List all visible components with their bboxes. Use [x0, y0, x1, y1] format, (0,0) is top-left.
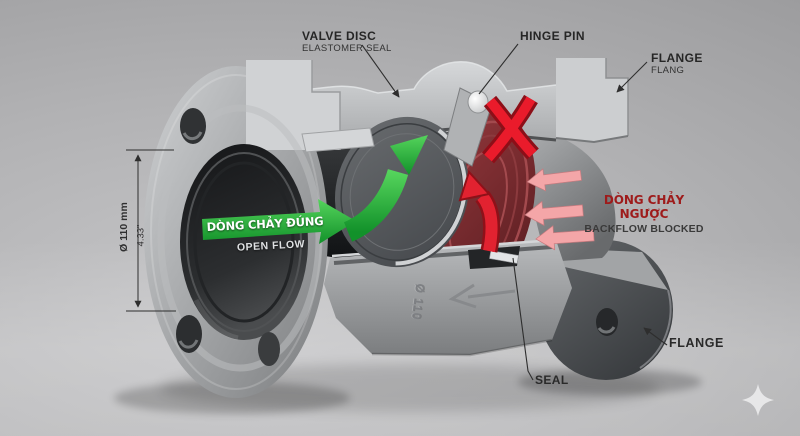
- dimension-label-imperial: 4.33": [135, 224, 147, 247]
- open-flow-arrow: [202, 135, 428, 244]
- backflow-label-en: BACKFLOW BLOCKED: [584, 223, 704, 235]
- seal-ring: [489, 250, 519, 264]
- embossed-flow-arrow: [448, 283, 516, 309]
- backflow-arrow: [524, 200, 584, 226]
- bolt-hole: [258, 332, 280, 366]
- elastomer-seal-label: ELASTOMER SEAL: [302, 42, 392, 54]
- backflow-arrow: [526, 168, 582, 192]
- hinge-pin-label: HINGE PIN: [520, 29, 585, 43]
- dimension-label-metric: Ø 110 mm: [118, 202, 130, 252]
- bore: [180, 144, 308, 340]
- right-flange: [539, 240, 673, 380]
- leader-hinge-pin: [478, 43, 519, 95]
- left-flange: [144, 60, 375, 398]
- leader-flange-top: [616, 61, 648, 93]
- flange-top-label: FLANGE FLANG: [651, 51, 703, 76]
- valve-disc-title: VALVE DISC: [302, 29, 377, 43]
- leader-flange-bottom: [643, 327, 668, 346]
- backflow-arrows: [524, 168, 595, 251]
- backflow-label: DÒNG CHẢY NGƯỢC BACKFLOW BLOCKED: [583, 193, 705, 235]
- outlet-pipe: [512, 126, 616, 262]
- backflow-arrow: [535, 225, 595, 251]
- leader-valve-disc: [361, 44, 400, 98]
- top-flange-cut: [555, 58, 629, 144]
- left-flange-cut-face: [246, 60, 340, 150]
- watermark-star-icon: [742, 384, 774, 416]
- valve-body-lower: [324, 238, 572, 357]
- blocked-x-icon: [482, 94, 539, 164]
- flange-face-ring: [157, 104, 323, 372]
- floor-shadow: [114, 364, 702, 414]
- hinge-pin: [467, 90, 489, 114]
- flange-bottom-label: FLANGE: [669, 336, 724, 350]
- seat-cut-face: [301, 127, 375, 153]
- backflow-label-vi: DÒNG CHẢY NGƯỢC: [603, 193, 685, 221]
- seal-label: SEAL: [535, 373, 569, 387]
- dimension-line: [126, 149, 176, 312]
- valve-disc-label: VALVE DISC ELASTOMER SEAL: [302, 29, 392, 55]
- backflow-swing-arrow: [458, 170, 501, 253]
- leader-seal: [512, 257, 534, 381]
